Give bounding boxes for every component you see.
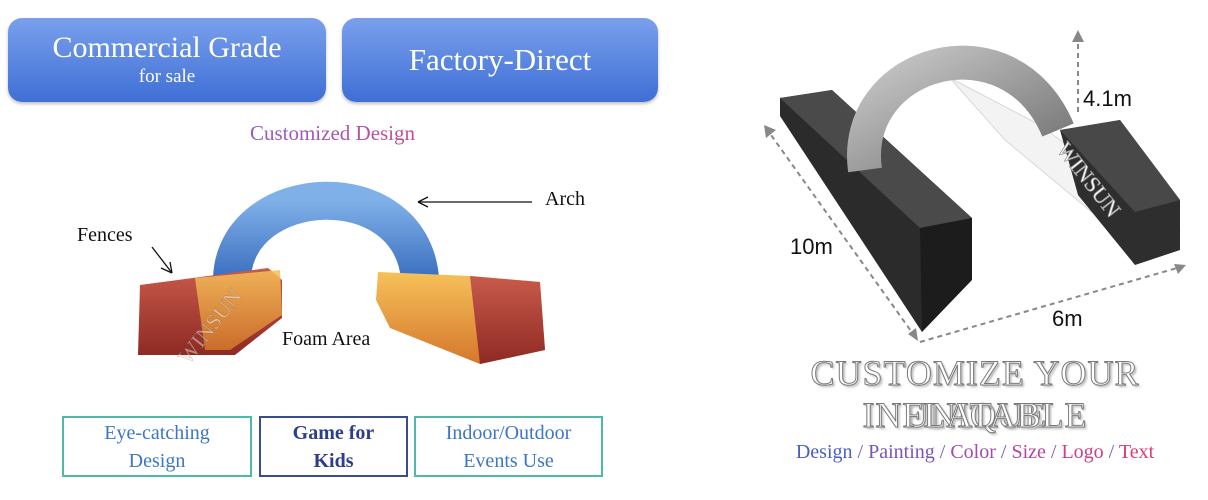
badge-subtitle: for sale: [138, 66, 196, 87]
option-design: Design: [795, 441, 853, 463]
feature-line: Design: [128, 449, 186, 472]
width-arrow: [919, 265, 1185, 343]
badge-title: Commercial Grade: [52, 31, 282, 64]
feature-line: Events Use: [463, 449, 554, 472]
inflatable-arch-illustration: WINSUN: [138, 181, 545, 369]
foam-area-callout: Foam Area: [282, 328, 371, 350]
inflatable-dimension-diagram: WINSUN: [764, 30, 1186, 343]
option-separator: /: [1103, 441, 1119, 463]
option-text: Text: [1118, 441, 1155, 463]
option-separator: /: [1045, 441, 1062, 463]
length-arrow: [765, 127, 917, 339]
length-dimension: 10m: [790, 234, 833, 259]
factory-direct-badge: Factory-Direct: [342, 18, 658, 102]
customized-design-heading: Customized Design: [0, 121, 665, 146]
feature-line: Game for: [292, 421, 375, 444]
width-dimension: 6m: [1052, 306, 1083, 331]
option-separator: /: [852, 441, 869, 463]
badge-title: Factory-Direct: [408, 42, 592, 77]
option-color: Color: [950, 441, 996, 463]
option-size: Size: [1011, 441, 1046, 463]
grey-arch-tube: [847, 45, 1074, 173]
arch-tube: [213, 181, 439, 281]
feature-line: Eye-catching: [104, 421, 210, 444]
option-separator: /: [995, 441, 1012, 463]
feature-line: Kids: [313, 449, 354, 472]
option-painting: Painting: [868, 441, 935, 463]
height-dimension: 4.1m: [1083, 86, 1132, 111]
fences-callout: Fences: [77, 224, 133, 246]
option-separator: /: [934, 441, 951, 463]
headline-line-2: INFLATABLE: [862, 395, 1088, 436]
customization-options: Design / Painting / Color / Size / Logo …: [740, 441, 1208, 464]
headline-line-1: CUSTOMIZE YOUR UNIQUE: [810, 353, 1140, 436]
arch-callout: Arch: [545, 188, 585, 210]
commercial-grade-badge: Commercial Grade for sale: [8, 18, 326, 102]
option-logo: Logo: [1061, 441, 1104, 463]
feature-line: Indoor/Outdoor: [445, 421, 572, 444]
